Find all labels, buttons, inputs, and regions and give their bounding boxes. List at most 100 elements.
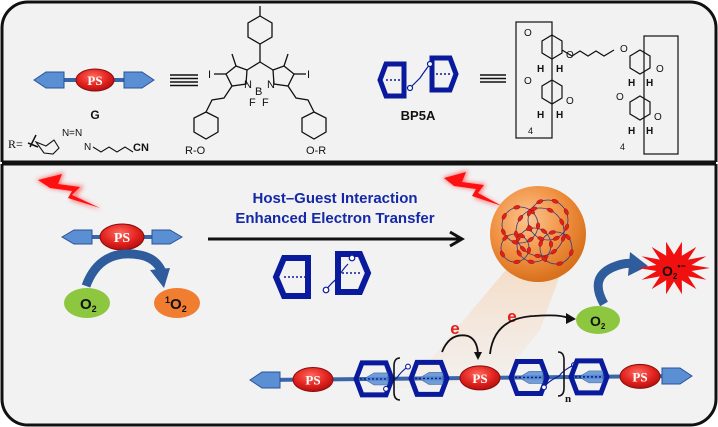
host-label: BP5A [401, 108, 436, 123]
superoxide-star: O2•− [638, 241, 710, 295]
svg-text:R=: R= [8, 137, 23, 151]
svg-text:H: H [646, 78, 653, 89]
svg-text:CN: CN [133, 142, 149, 154]
guest-label: G [90, 108, 99, 122]
svg-text:4: 4 [620, 142, 625, 152]
ps-bead [517, 215, 524, 222]
svg-text:O-R: O-R [306, 145, 326, 157]
arrow-title-line1: Host–Guest Interaction [252, 190, 417, 207]
svg-text:R-O: R-O [185, 145, 206, 157]
bodipy-structure [193, 6, 327, 140]
svg-text:O: O [654, 112, 662, 123]
pentagon-icon [661, 367, 693, 385]
alkyl-linker [543, 364, 575, 388]
bracket-right [557, 351, 565, 397]
host-macrocycle-icon [568, 358, 610, 396]
host-macrocycle-icon [353, 360, 395, 398]
top-panel-bottom-square [2, 130, 716, 162]
ps-bead [540, 228, 548, 234]
svg-text:H: H [537, 64, 544, 75]
ps-bead [569, 249, 574, 257]
svg-text:=: = [69, 128, 75, 139]
light-lightning-icon [442, 170, 504, 208]
oxygen-badge: O2 [64, 288, 110, 318]
curved-arrow-icon [81, 249, 170, 288]
svg-text:O2•−: O2•− [662, 261, 686, 281]
ps-bead [526, 246, 531, 255]
ps-bead [561, 234, 566, 242]
svg-text:O2: O2 [590, 313, 606, 331]
ps-bead [530, 206, 538, 211]
ps-bead [501, 228, 506, 236]
svg-text:I: I [307, 69, 310, 81]
singlet-oxygen-badge: 1O2 [154, 288, 200, 318]
alkyl-linker [385, 366, 409, 390]
ps-bead [559, 218, 565, 226]
repeat-n-label: n [565, 393, 571, 405]
reaction-arrow-icon [208, 230, 465, 248]
host-macrocycle-icon [408, 359, 450, 397]
ps-bead [527, 259, 535, 264]
svg-text:H: H [646, 126, 653, 137]
ps-bead [525, 226, 533, 231]
svg-text:N: N [267, 79, 275, 91]
svg-text:H: H [556, 64, 563, 75]
ps-bead [527, 236, 534, 243]
ps-label: PS [87, 73, 102, 88]
svg-text:H: H [628, 78, 635, 89]
ps-bead [536, 199, 544, 205]
bracket-left [393, 357, 401, 401]
guest-cartoon: PS [33, 68, 155, 92]
pentagon-icon [33, 71, 65, 89]
svg-text:1O2: 1O2 [165, 295, 187, 314]
ps-bead [516, 249, 522, 257]
electron-arrow-icon [441, 334, 479, 357]
svg-text:N: N [244, 79, 252, 91]
svg-text:O2: O2 [80, 296, 97, 314]
svg-text:O: O [656, 64, 664, 75]
ps-bead [534, 253, 542, 258]
arrow-title-line2: Enhanced Electron Transfer [235, 210, 434, 227]
svg-text:B: B [255, 86, 262, 98]
linker-oxygen [383, 385, 389, 392]
curved-arrow-icon [593, 252, 648, 307]
ps-bead [501, 213, 507, 220]
svg-text:N: N [75, 128, 82, 139]
ps-bead [551, 199, 559, 204]
light-lightning-icon [36, 172, 102, 210]
ps-bead [518, 233, 525, 239]
ps-bead [500, 250, 505, 258]
svg-text:O: O [616, 92, 624, 103]
svg-text:PS: PS [114, 231, 131, 246]
svg-text:N: N [84, 142, 91, 153]
ps-bead [550, 249, 557, 255]
ps-bead [538, 239, 543, 247]
electron-label: e [507, 307, 516, 326]
ps-ellipse-icon [292, 367, 334, 393]
pentagon-icon [249, 371, 281, 389]
ps-bead [564, 234, 571, 240]
ps-bead [502, 235, 509, 241]
svg-text:O: O [524, 76, 532, 87]
ps-label: PS [632, 369, 647, 384]
pillararene-atoms: O O O H H O O H H 4 O H H O O H H 4 [524, 28, 664, 152]
ps-ellipse-icon [459, 365, 501, 391]
pentagon-icon [61, 229, 93, 245]
svg-text:I: I [208, 69, 211, 81]
equivalence-icon [480, 74, 506, 83]
svg-text:O: O [620, 44, 628, 55]
ps-bead [564, 223, 569, 231]
svg-text:O: O [524, 28, 532, 39]
ps-bead [535, 222, 541, 230]
ps-bead [520, 245, 526, 252]
svg-text:F: F [262, 97, 269, 109]
oxygen-badge: O2 [576, 306, 620, 334]
r-group-structure: R= N = N N CN [8, 128, 149, 155]
pentagon-icon [123, 71, 155, 89]
svg-text:H: H [556, 110, 563, 121]
svg-text:O: O [566, 96, 574, 107]
bp5a-host-icon [272, 251, 372, 299]
equivalence-icon [170, 74, 198, 87]
